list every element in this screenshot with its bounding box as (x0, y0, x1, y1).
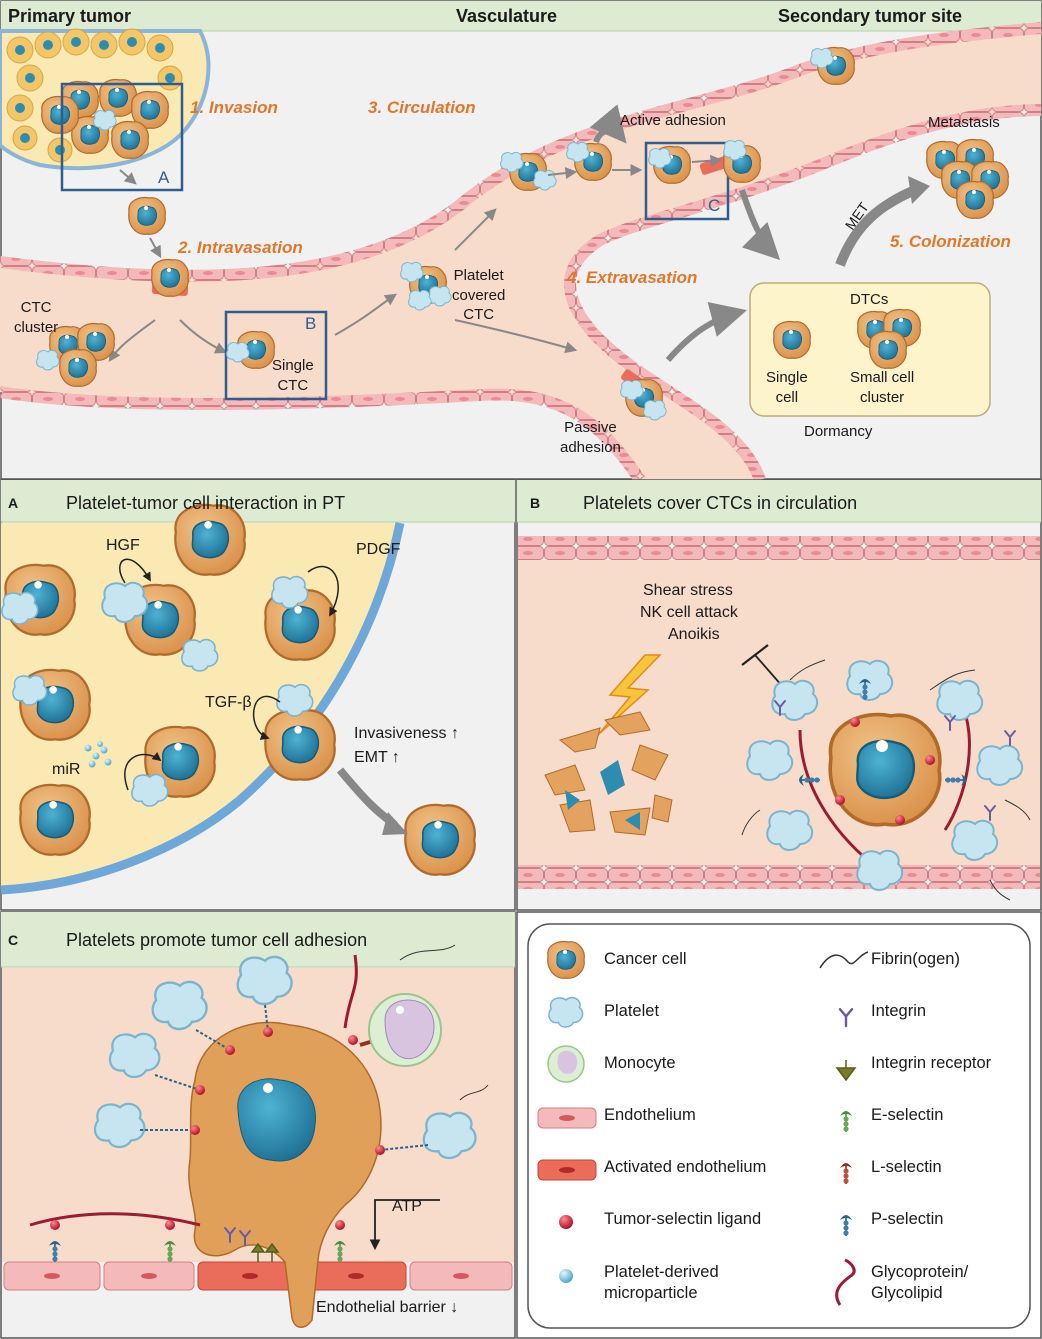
box-c-letter: C (708, 196, 721, 215)
legend-label-activated-endothelium: Activated endothelium (604, 1158, 767, 1176)
label-emt: EMT ↑ (354, 749, 400, 766)
box-b (224, 310, 328, 401)
panel-b-title: Platelets cover CTCs in circulation (583, 493, 858, 513)
header-vasculature: Vasculature (456, 6, 558, 26)
label-nk-cell-attack: NK cell attack (640, 604, 738, 621)
panel-b (516, 479, 1042, 911)
box-b-letter: B (305, 314, 317, 333)
step-invasion: 1. Invasion (190, 98, 278, 117)
overview-panel (0, 0, 1042, 484)
panel-a (0, 479, 516, 911)
vessel-wall-bottom (0, 386, 645, 484)
legend-label-endothelium: Endothelium (604, 1106, 696, 1124)
legend-label-monocyte: Monocyte (604, 1054, 676, 1072)
box-a-letter: A (158, 168, 170, 187)
endothelium-top-b (518, 536, 1040, 560)
header-primary-tumor: Primary tumor (8, 6, 132, 26)
panel-c-title: Platelets promote tumor cell adhesion (66, 930, 368, 950)
label-atp: ATP (392, 1198, 422, 1215)
met-arrow (835, 185, 917, 267)
legend-label-tumor-selectin-ligand: Tumor-selectin ligand (604, 1210, 762, 1228)
legend-label-l-selectin: L-selectin (871, 1158, 942, 1176)
legend-label-platelet: Platelet (604, 1002, 660, 1020)
label-ctc-cluster: CTC cluster (14, 299, 59, 336)
legend-icon-cancer-cell (547, 940, 585, 979)
label-single-ctc: Single CTC (272, 357, 314, 394)
protected-ctc (741, 659, 1031, 901)
legend-icon-activated-endothelium (537, 1159, 597, 1181)
label-small-cell-cluster: Small cell cluster (850, 369, 915, 406)
step-intravasation: 2. Intravasation (178, 238, 303, 257)
legend-icon-glycoprotein (835, 1258, 856, 1306)
label-tgf-beta: TGF-β (205, 694, 252, 711)
label-dtcs: DTCs (850, 291, 889, 308)
legend-label-glycoprotein: Glycoprotein/ Glycolipid (871, 1263, 969, 1303)
legend-icon-tumor-selectin-ligand (559, 1215, 573, 1229)
box-a (60, 82, 184, 192)
label-invasiveness: Invasiveness ↑ (354, 725, 459, 742)
vessel-wall-top (0, 22, 1042, 282)
label-endothelial-barrier: Endothelial barrier ↓ (316, 1299, 459, 1316)
label-platelet-covered-ctc: Platelet covered CTC (452, 267, 506, 323)
header-secondary-tumor-site: Secondary tumor site (778, 6, 963, 26)
step-colonization: 5. Colonization (890, 232, 1011, 251)
legend-icon-monocyte (547, 1045, 585, 1083)
legend-label-microparticle: Platelet-derived microparticle (604, 1263, 719, 1303)
legend-label-integrin-receptor: Integrin receptor (871, 1054, 992, 1072)
adherent-tumor-cell (188, 1021, 382, 1328)
label-anoikis: Anoikis (668, 626, 720, 643)
label-mir: miR (52, 761, 81, 778)
label-passive-adhesion: Passive adhesion (560, 419, 621, 456)
legend-label-cancer-cell: Cancer cell (604, 950, 687, 968)
overview-header-bar (1, 1, 1041, 31)
box-c (644, 141, 730, 221)
legend-icon-integrin-receptor (835, 1060, 857, 1082)
label-hgf: HGF (106, 537, 140, 554)
tumor-boundary-a (0, 522, 405, 895)
legend-label-fibrin: Fibrin(ogen) (871, 950, 960, 968)
legend-label-p-selectin: P-selectin (871, 1210, 944, 1228)
label-single-cell: Single cell (766, 369, 808, 406)
label-dormancy: Dormancy (804, 423, 873, 440)
dying-cell (544, 711, 673, 836)
legend-panel (516, 911, 1042, 1339)
endothelium-bottom-b (518, 865, 1040, 889)
label-pdgf: PDGF (356, 541, 401, 558)
step-extravasation: 4. Extravasation (567, 268, 698, 287)
panel-a-title: Platelet-tumor cell interaction in PT (66, 493, 346, 513)
step-circulation: 3. Circulation (368, 98, 476, 117)
microparticles-a (84, 741, 112, 768)
legend-label-integrin: Integrin (871, 1002, 927, 1020)
monocyte (368, 993, 442, 1067)
panel-c-letter: C (8, 932, 19, 948)
panel-b-letter: B (530, 495, 541, 511)
legend-label-e-selectin: E-selectin (871, 1106, 944, 1124)
endothelium-row-c (3, 1261, 513, 1291)
legend-icon-platelet (548, 996, 584, 1028)
vessel-wall-inner (564, 104, 1042, 483)
panel-a-letter: A (8, 495, 19, 511)
legend-icon-endothelium (537, 1107, 597, 1129)
primary-tumor-mass (0, 28, 211, 171)
legend-icon-microparticle (559, 1269, 573, 1283)
panel-c (0, 911, 516, 1339)
legend-icon-fibrin (819, 951, 869, 969)
label-shear-stress: Shear stress (643, 582, 733, 599)
label-metastasis: Metastasis (928, 114, 1000, 131)
label-active-adhesion: Active adhesion (620, 112, 726, 129)
lightning-icon (597, 654, 662, 736)
